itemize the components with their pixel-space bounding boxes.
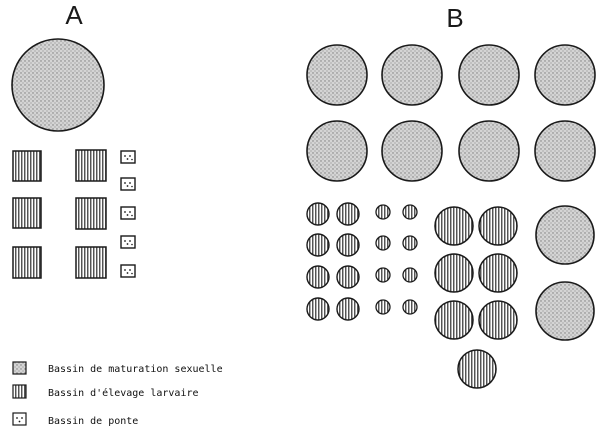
larval-tank bbox=[75, 149, 107, 182]
maturation-tank bbox=[534, 120, 596, 182]
larval-tank bbox=[402, 267, 418, 283]
larval-tank bbox=[402, 204, 418, 220]
panel-a bbox=[11, 38, 136, 279]
legend-label: Bassin d'élevage larvaire bbox=[48, 387, 199, 399]
larval-tank bbox=[306, 265, 330, 289]
spawning-tank bbox=[120, 150, 136, 164]
legend-item-maturation: Bassin de maturation sexuelle bbox=[12, 361, 223, 375]
spawning-tank bbox=[120, 206, 136, 220]
larval-tank bbox=[75, 246, 107, 279]
legend-label: Bassin de maturation sexuelle bbox=[48, 364, 223, 375]
larval-tank bbox=[306, 202, 330, 226]
larval-tank bbox=[336, 202, 360, 226]
larval-tank bbox=[306, 233, 330, 257]
larval-tank bbox=[306, 297, 330, 321]
larval-tank bbox=[478, 253, 518, 293]
larval-tank bbox=[478, 300, 518, 340]
maturation-tank bbox=[381, 44, 443, 106]
larval-tank bbox=[478, 206, 518, 246]
spawning-swatch-icon bbox=[12, 412, 27, 426]
larval-tank bbox=[402, 299, 418, 315]
larval-swatch-icon bbox=[12, 384, 27, 399]
spawning-tank bbox=[120, 264, 136, 278]
maturation-tank bbox=[535, 281, 595, 341]
spawning-tank bbox=[120, 235, 136, 249]
legend-item-spawning: Bassin de ponte bbox=[12, 412, 138, 427]
larval-tank bbox=[457, 349, 497, 389]
legend-item-larval: Bassin d'élevage larvaire bbox=[12, 384, 199, 399]
maturation-tank bbox=[306, 120, 368, 182]
maturation-tank bbox=[534, 44, 596, 106]
larval-tank bbox=[402, 235, 418, 251]
larval-tank bbox=[336, 265, 360, 289]
larval-tank bbox=[434, 253, 474, 293]
larval-tank bbox=[375, 204, 391, 220]
spawning-tank bbox=[120, 177, 136, 191]
larval-tank bbox=[336, 233, 360, 257]
maturation-tank bbox=[306, 44, 368, 106]
maturation-tank bbox=[458, 44, 520, 106]
larval-tank bbox=[375, 235, 391, 251]
legend: Bassin de maturation sexuelle Bassin d'é… bbox=[12, 361, 223, 427]
legend-label: Bassin de ponte bbox=[48, 416, 138, 427]
larval-tank bbox=[434, 300, 474, 340]
larval-tank bbox=[12, 197, 42, 229]
larval-tank bbox=[375, 267, 391, 283]
panel-a-label: A bbox=[65, 0, 83, 30]
maturation-swatch-icon bbox=[12, 361, 27, 375]
larval-tank bbox=[12, 246, 42, 279]
maturation-tank bbox=[381, 120, 443, 182]
larval-tank bbox=[375, 299, 391, 315]
larval-tank bbox=[434, 206, 474, 246]
panel-b-label: B bbox=[446, 3, 463, 33]
maturation-tank bbox=[535, 205, 595, 265]
maturation-tank bbox=[11, 38, 105, 132]
panel-b bbox=[306, 44, 596, 389]
larval-tank bbox=[12, 150, 42, 182]
maturation-tank bbox=[458, 120, 520, 182]
larval-tank bbox=[75, 197, 107, 230]
larval-tank bbox=[336, 297, 360, 321]
